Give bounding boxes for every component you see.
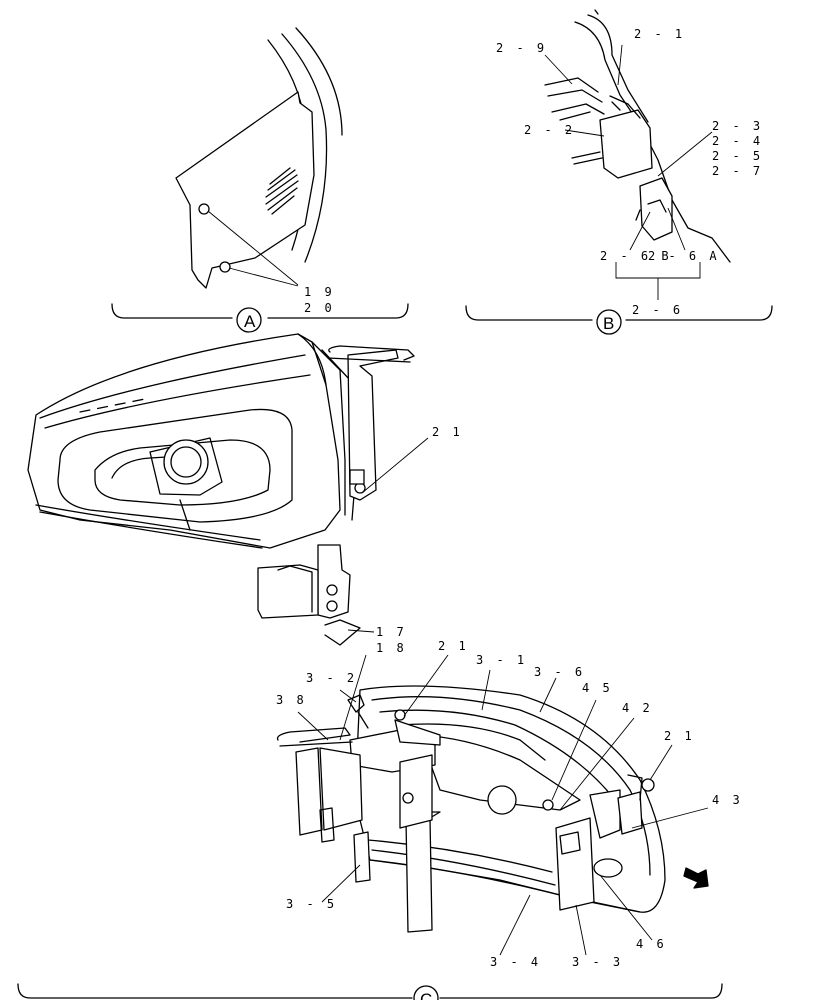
part-label-2-4: 2 - 4 — [712, 134, 763, 148]
part-label-2-9: 2 - 9 — [496, 41, 547, 55]
part-label-21-c1: 2 1 — [438, 639, 469, 653]
part-label-2-7: 2 - 7 — [712, 164, 763, 178]
section-c-marker — [413, 985, 439, 1000]
part-label-3-5: 3 - 5 — [286, 897, 337, 911]
lamp-main-view — [27, 333, 429, 646]
view-a-cover-plate — [111, 27, 409, 333]
part-label-2-5: 2 - 5 — [712, 149, 763, 163]
part-label-20: 2 0 — [304, 301, 335, 315]
part-label-45: 4 5 — [582, 681, 613, 695]
part-label-3-1: 3 - 1 — [476, 653, 527, 667]
part-label-19: 1 9 — [304, 285, 335, 299]
part-label-17: 1 7 — [376, 625, 407, 639]
part-label-38: 3 8 — [276, 693, 307, 707]
part-label-2-1: 2 - 1 — [634, 27, 685, 41]
bolt-21-c2 — [641, 778, 655, 792]
direction-arrow-icon — [683, 867, 709, 889]
part-label-43: 4 3 — [712, 793, 743, 807]
part-label-3-2: 3 - 2 — [306, 671, 357, 685]
section-b-label: B — [603, 314, 614, 333]
part-label-21-c2: 2 1 — [664, 729, 695, 743]
bolt-21-c — [394, 709, 406, 721]
part-label-2-6: 2 - 6 — [632, 303, 683, 317]
section-a-marker — [236, 307, 262, 333]
section-b-marker — [596, 309, 622, 335]
section-a-label: A — [244, 312, 256, 331]
part-label-3-6: 3 - 6 — [534, 665, 585, 679]
part-label-46: 4 6 — [636, 937, 667, 951]
part-label-2-6b: 2 - 6 B — [600, 249, 672, 263]
bolt-19 — [198, 203, 210, 215]
view-c-lamp-assembly — [17, 654, 723, 1000]
part-label-2-2: 2 - 2 — [524, 123, 575, 137]
part-label-21-main: 2 1 — [432, 425, 463, 439]
part-label-3-3: 3 - 3 — [572, 955, 623, 969]
part-label-2-6a: 2 - 6 A — [648, 249, 720, 263]
part-label-2-3: 2 - 3 — [712, 119, 763, 133]
section-c-label: C — [420, 990, 432, 1000]
lens-socket — [487, 785, 517, 815]
part-label-3-4: 3 - 4 — [490, 955, 541, 969]
part-label-42: 4 2 — [622, 701, 653, 715]
view-b-mount-section — [465, 9, 773, 335]
part-label-18: 1 8 — [376, 641, 407, 655]
vent-grille — [265, 167, 299, 215]
bolt-20 — [219, 261, 231, 273]
